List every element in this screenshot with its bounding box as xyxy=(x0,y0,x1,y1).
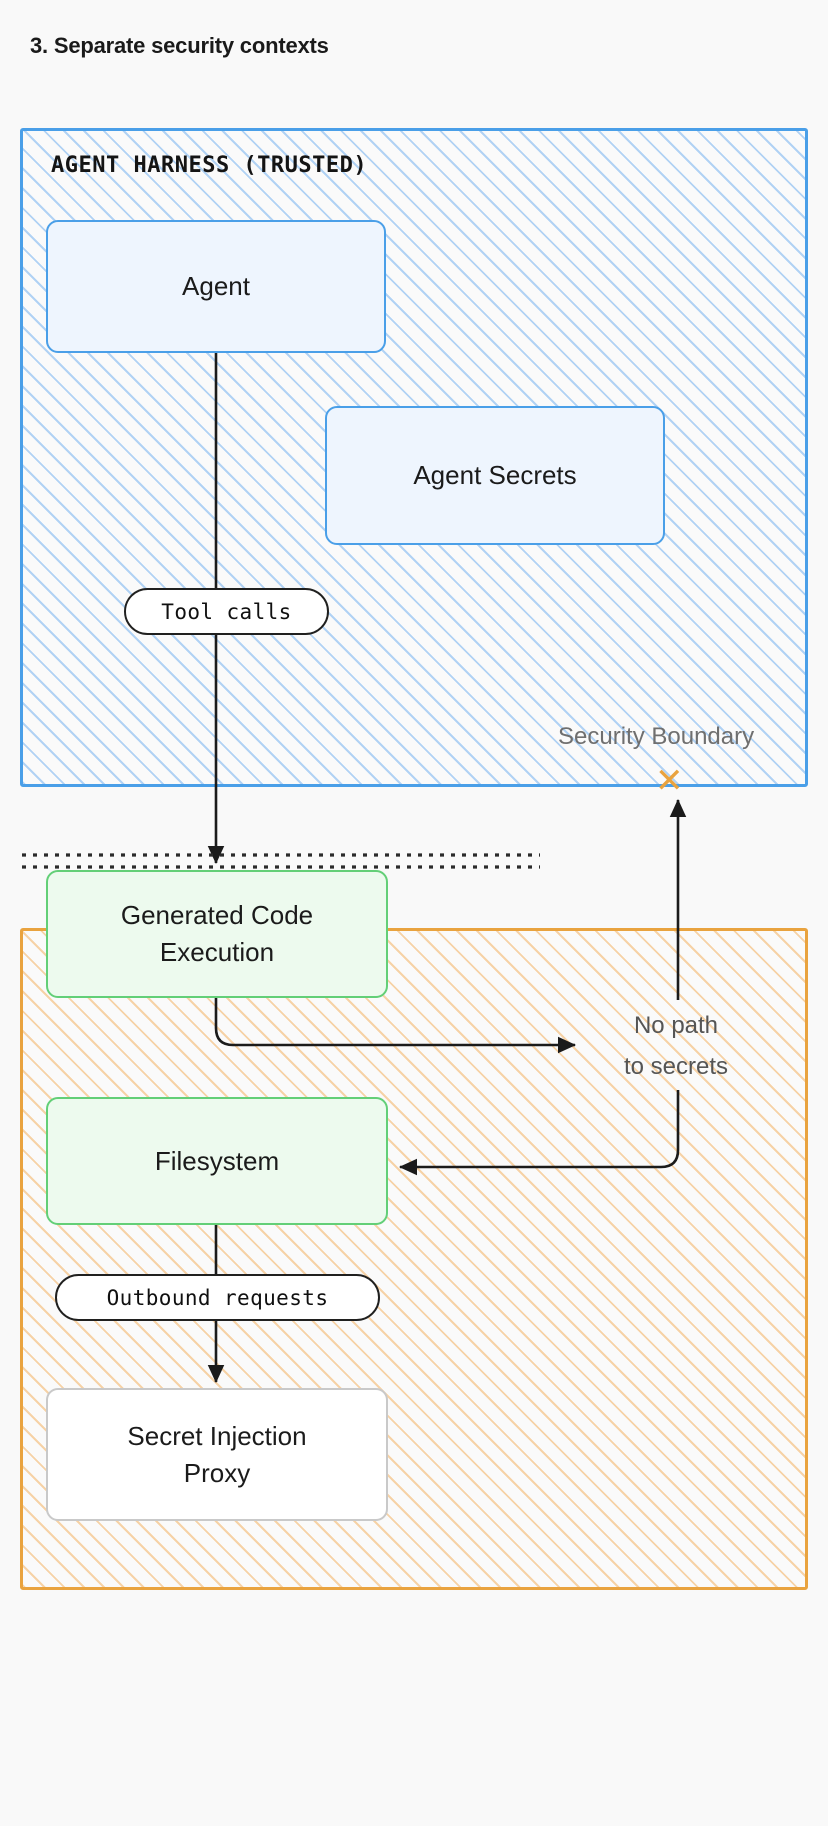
node-agent-secrets[interactable]: Agent Secrets xyxy=(325,406,665,545)
node-secret-injection-proxy[interactable]: Secret Injection Proxy xyxy=(46,1388,388,1521)
no-path-to-secrets-label: No path to secrets xyxy=(623,1012,729,1081)
node-generated-code-execution[interactable]: Generated Code Execution xyxy=(46,870,388,998)
node-filesystem[interactable]: Filesystem xyxy=(46,1097,388,1225)
edge-label-tool-calls: Tool calls xyxy=(124,588,329,635)
page-title: 3. Separate security contexts xyxy=(30,33,329,58)
blocked-x-icon: ✕ xyxy=(655,762,684,800)
security-boundary-label: Security Boundary xyxy=(558,723,755,750)
zone-trusted-label: AGENT HARNESS (TRUSTED) xyxy=(51,153,368,178)
node-agent[interactable]: Agent xyxy=(46,220,386,353)
edge-label-outbound-requests: Outbound requests xyxy=(55,1274,380,1321)
